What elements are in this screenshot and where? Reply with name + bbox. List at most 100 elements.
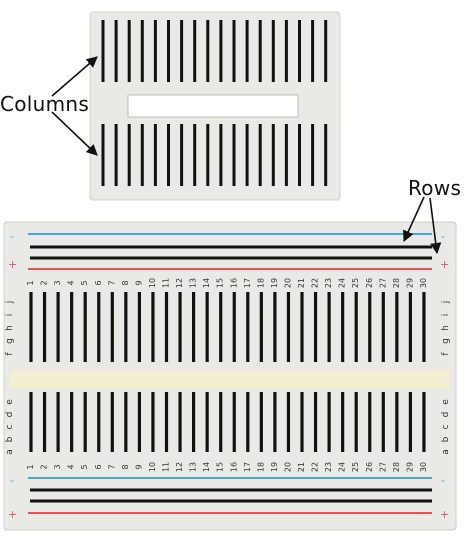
column-number: 2 [40,464,49,469]
column-number: 6 [94,464,103,469]
column-number: 25 [351,462,360,472]
row-letter: j [5,301,15,305]
column-number: 14 [202,462,211,472]
rows-arrow-1 [403,196,425,243]
bottom-plus-sign-right: + [440,508,449,521]
column-number: 4 [67,280,76,285]
column-number: 12 [175,462,184,472]
column-number: 14 [202,278,211,288]
columns-label: Columns [0,92,90,116]
row-letter: i [441,314,451,317]
column-number: 5 [80,464,89,469]
column-number: 30 [419,278,428,288]
mini-bottom-strips [101,124,328,186]
column-number: 7 [107,464,116,469]
column-number: 15 [216,278,225,288]
column-number: 29 [405,462,414,472]
column-number: 19 [270,278,279,288]
row-letter: h [441,325,451,331]
mini-board-center-channel [127,94,299,118]
half-center-channel [10,370,450,388]
top-row-letters-left: j i h g f [5,301,15,356]
column-number: 1 [26,464,35,469]
column-number: 25 [351,278,360,288]
column-number: 22 [311,278,320,288]
row-letter: c [5,424,15,429]
column-number: 3 [53,464,62,469]
column-number: 24 [338,278,347,288]
columns-arrow-top [51,56,98,97]
row-letter: a [441,449,451,455]
top-minus-sign: - [10,230,14,243]
row-letter: h [5,325,15,331]
column-number: 27 [378,278,387,288]
column-number: 21 [297,462,306,472]
column-number: 9 [134,280,143,285]
column-number: 23 [324,278,333,288]
column-number: 16 [229,462,238,472]
column-number: 19 [270,462,279,472]
column-number: 8 [121,280,130,285]
column-number: 11 [162,462,171,472]
column-number: 3 [53,280,62,285]
column-number: 22 [311,462,320,472]
row-letter: f [5,352,15,356]
column-number: 28 [392,278,401,288]
column-number: 21 [297,278,306,288]
column-number: 18 [256,278,265,288]
column-number: 23 [324,462,333,472]
bottom-plus-sign: + [8,508,17,521]
column-number: 8 [121,464,130,469]
column-number: 10 [148,462,157,472]
top-minus-sign-right: - [441,230,445,243]
row-letter: b [5,436,15,442]
row-letter: g [5,338,15,344]
row-letter: c [441,424,451,429]
column-number: 27 [378,462,387,472]
columns-arrow-bottom [51,111,98,156]
column-number: 7 [107,280,116,285]
column-number: 20 [283,462,292,472]
column-number: 18 [256,462,265,472]
column-number: 28 [392,462,401,472]
row-letter: g [441,338,451,344]
column-number: 30 [419,462,428,472]
column-number: 2 [40,280,49,285]
column-number: 26 [365,278,374,288]
mini-top-strips [101,20,328,82]
column-number: 13 [189,278,198,288]
row-letter: e [5,399,15,405]
column-number: 4 [67,464,76,469]
column-number: 17 [243,462,252,472]
row-letter: d [441,412,451,418]
bottom-minus-sign-right: - [441,474,445,487]
row-letter: i [5,314,15,317]
column-number: 9 [134,464,143,469]
column-number: 26 [365,462,374,472]
row-letter: e [441,399,451,405]
column-number: 11 [162,278,171,288]
half-bottom-terminal-strips [29,392,426,452]
mini-breadboard [89,11,341,201]
column-number: 24 [338,462,347,472]
column-number: 15 [216,462,225,472]
column-number: 12 [175,278,184,288]
column-number: 6 [94,280,103,285]
row-letter: b [441,436,451,442]
column-number: 5 [80,280,89,285]
column-number: 20 [283,278,292,288]
row-letter: j [441,301,451,305]
column-number: 29 [405,278,414,288]
top-plus-sign-right: + [440,258,449,271]
bottom-minus-sign: - [10,474,14,487]
rows-arrow-2 [429,197,442,255]
column-number: 10 [148,278,157,288]
column-number: 13 [189,462,198,472]
bottom-row-letters-right: e d c b a [441,399,451,455]
